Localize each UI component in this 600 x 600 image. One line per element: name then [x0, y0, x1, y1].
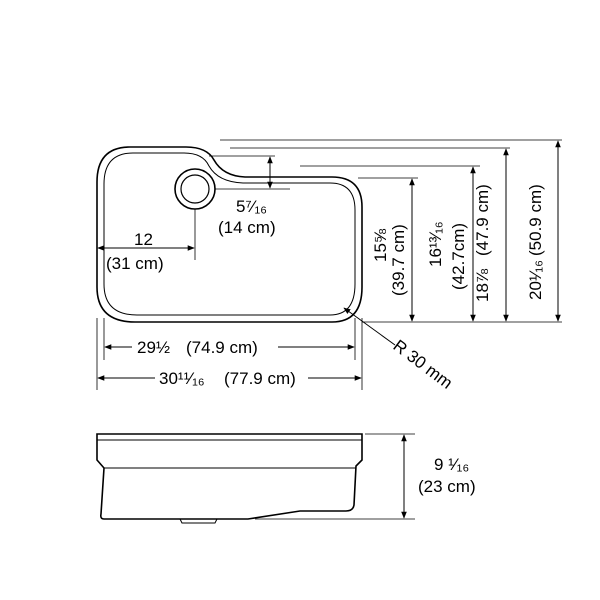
- depth-extension-lines: [220, 139, 562, 323]
- drain-offset-label: 5⁷⁄₁₆: [236, 197, 267, 216]
- depth-1-label: 15⅝: [371, 228, 390, 262]
- drain-from-left-metric: (31 cm): [106, 254, 164, 273]
- width-extension-lines: [96, 318, 363, 390]
- drain-from-left-label: 12: [134, 230, 153, 249]
- height-dimension: 9 ¹⁄₁₆ (23 cm): [255, 433, 476, 520]
- depth-3-label: 18⅞: [473, 268, 492, 302]
- width-outer-metric: (77.9 cm): [224, 369, 296, 388]
- corner-radius-label: R 30 mm: [390, 336, 457, 393]
- width-outer-label: 30¹¹⁄₁₆: [159, 369, 205, 388]
- depth-2-metric: (42.7cm): [449, 223, 468, 290]
- height-label: 9 ¹⁄₁₆: [434, 455, 469, 474]
- sink-side-outline: [96, 433, 363, 524]
- depth-dimension-2: 16¹³⁄₁₆ (42.7cm): [426, 166, 476, 322]
- drain-icon: [174, 168, 216, 210]
- drain-from-left-dimension: 12 (31 cm): [97, 209, 196, 273]
- corner-radius-callout: R 30 mm: [343, 307, 457, 393]
- depth-1-metric: (39.7 cm): [389, 224, 408, 296]
- sink-top-outline: [96, 146, 363, 323]
- depth-dimension-1: 15⅝ (39.7 cm): [371, 178, 415, 322]
- depth-3-metric: (47.9 cm): [473, 184, 492, 256]
- depth-4-label: 20¹⁄₁₆: [526, 260, 545, 300]
- depth-dimension-3: 18⅞ (47.9 cm): [473, 148, 509, 322]
- depth-2-label: 16¹³⁄₁₆: [426, 221, 445, 267]
- drain-offset-dimension: 5⁷⁄₁₆ (14 cm): [209, 155, 290, 237]
- width-inner-label: 29½: [137, 338, 170, 357]
- drain-offset-metric: (14 cm): [218, 218, 276, 237]
- width-outer-dimension: 30¹¹⁄₁₆ (77.9 cm): [97, 369, 362, 388]
- width-inner-metric: (74.9 cm): [186, 338, 258, 357]
- depth-4-metric: (50.9 cm): [526, 184, 545, 256]
- depth-dimension-4: 20¹⁄₁₆ (50.9 cm): [526, 140, 561, 322]
- width-inner-dimension: 29½ (74.9 cm): [104, 338, 355, 357]
- height-metric: (23 cm): [418, 477, 476, 496]
